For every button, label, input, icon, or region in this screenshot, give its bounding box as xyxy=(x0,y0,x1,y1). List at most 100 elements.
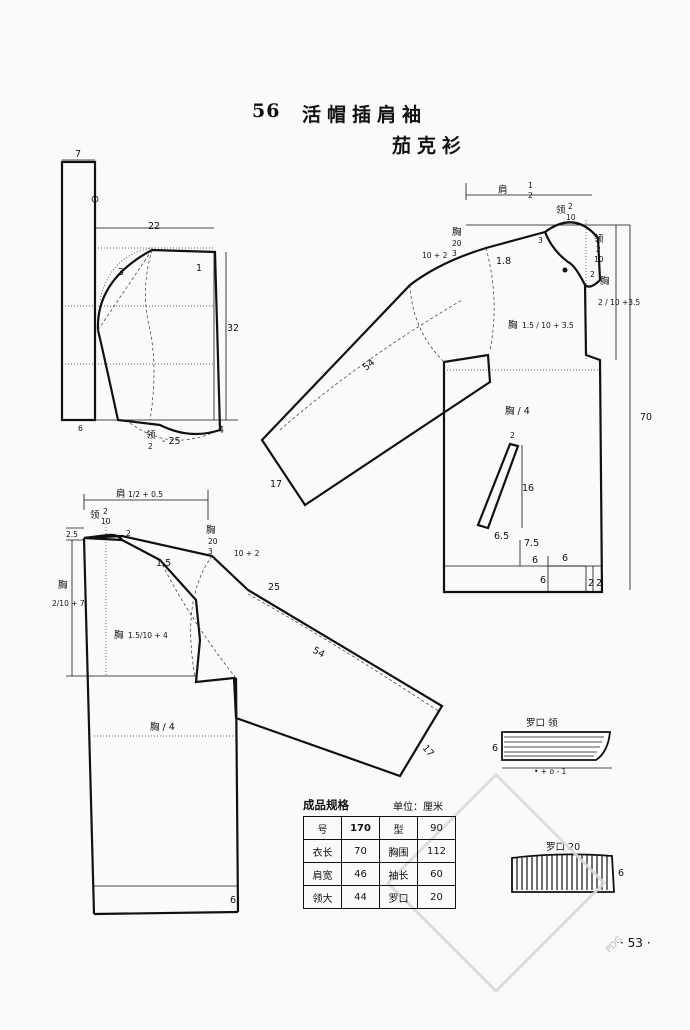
spec-cell: 型 xyxy=(379,816,418,840)
back-dim-2a: 2 xyxy=(588,578,594,589)
hood-strip xyxy=(60,160,97,422)
spec-unit: 单位：厘米 xyxy=(393,802,443,813)
back-chest-depth-formula: 1.5 / 10 + 3.5 xyxy=(522,321,574,330)
hood-small-label: 6 xyxy=(78,424,83,433)
cuff-band-label: 罗口 20 xyxy=(546,842,580,853)
back-chest-den: 3 xyxy=(452,249,457,258)
spec-cell: 60 xyxy=(417,862,456,886)
spec-cell: 袖长 xyxy=(379,862,418,886)
collar-band: 罗口 领 6 • + o - 1 xyxy=(492,717,612,776)
back-shoulder-label: 肩 xyxy=(498,184,508,196)
spec-cell: 号 xyxy=(303,816,342,840)
spec-cell: 90 xyxy=(417,816,456,840)
front-neck-label: 领 xyxy=(90,509,100,521)
back-dim-6c: 6 xyxy=(540,575,546,586)
spec-cell: 46 xyxy=(341,862,380,886)
front-chest-quarter: 胸 / 4 xyxy=(150,721,175,733)
table-row: 衣长 70 胸围 112 xyxy=(303,839,456,863)
back-cuff-label: 17 xyxy=(270,479,282,490)
front-chest-num: 20 xyxy=(208,537,218,546)
front-piece: 肩 1/2 + 0.5 领 2 10 2.5 2 胸 2/10 + 7 胸 20… xyxy=(52,488,444,916)
hood-notch-label: 1 xyxy=(196,263,202,274)
back-chest-num: 20 xyxy=(452,239,462,248)
spec-cell: 领大 xyxy=(303,885,342,909)
spec-cell: 44 xyxy=(341,885,380,909)
back-neck-den: 10 xyxy=(566,213,576,222)
front-chest-plus: 10 + 2 xyxy=(234,549,260,558)
spec-cell: 20 xyxy=(417,885,456,909)
spec-cell: 112 xyxy=(417,839,456,863)
spec-cell: 罗口 xyxy=(379,885,418,909)
back-neck-side-label: 领 xyxy=(594,233,604,245)
back-sleeve-length: 54 xyxy=(361,357,377,373)
hood-top-width-label: 7 xyxy=(75,149,81,160)
spec-cell: 170 xyxy=(341,816,380,840)
hood-piece: 7 22 1 32 3 4 6 领 2 - 25 xyxy=(60,149,239,451)
back-piece: 肩 1 2 领 2 10 领 2 10 胸 20 3 10 + 2 1.8 3 … xyxy=(260,181,652,594)
back-chest-plus: 10 + 2 xyxy=(422,251,448,260)
spec-cell: 衣长 xyxy=(303,839,342,863)
collar-band-shape xyxy=(501,731,611,761)
front-dim-25: 2.5 xyxy=(66,530,78,539)
back-chest-depth-label: 胸 xyxy=(508,319,518,331)
back-dim-6b: 6 xyxy=(562,553,568,564)
back-num-2: 2 xyxy=(590,270,595,279)
front-chest-den: 3 xyxy=(208,547,213,556)
front-dim-25b: 25 xyxy=(268,582,280,593)
back-neck-label: 领 xyxy=(556,204,566,216)
table-row: 号 170 型 90 xyxy=(303,816,456,840)
front-chest-side-label: 胸 xyxy=(58,579,68,591)
hood-side xyxy=(96,248,222,436)
spec-header: 成品规格 单位：厘米 xyxy=(303,797,463,815)
hood-button xyxy=(91,195,99,203)
back-dist-label: 1.8 xyxy=(496,256,511,267)
front-shoulder-label: 肩 xyxy=(116,488,126,500)
hood-height-label: 32 xyxy=(227,323,239,334)
back-notch xyxy=(562,267,568,273)
spec-cell: 胸围 xyxy=(379,839,418,863)
table-row: 肩宽 46 袖长 60 xyxy=(303,862,456,886)
spec-title: 成品规格 xyxy=(303,798,349,812)
back-chest-side-label: 胸 xyxy=(600,275,610,287)
spec-table: 号 170 型 90 衣长 70 胸围 112 肩宽 46 袖长 60 领大 4… xyxy=(303,816,456,909)
front-hem-label: 6 xyxy=(230,895,236,906)
back-chest-label: 胸 xyxy=(452,226,462,238)
back-num-3: 3 xyxy=(538,236,543,245)
spec-cell: 70 xyxy=(341,839,380,863)
front-neck-den: 10 xyxy=(101,517,111,526)
back-chest-quarter: 胸 / 4 xyxy=(505,405,530,417)
back-chest-side-formula: 2 / 10 +3.5 xyxy=(598,298,640,307)
front-dim-15: 1.5 xyxy=(156,558,171,569)
hood-curve-label: 3 xyxy=(118,267,124,278)
spec-cell: 肩宽 xyxy=(303,862,342,886)
collar-band-length: • + o - 1 xyxy=(534,767,567,776)
back-shoulder-den: 2 xyxy=(528,191,533,200)
hood-neck-label: 领 xyxy=(146,429,156,441)
hood-neck-frac: 2 xyxy=(148,442,153,451)
page-number: · 53 · xyxy=(620,936,651,950)
front-num-2: 2 xyxy=(126,529,131,538)
back-pocket-2: 2 xyxy=(510,431,515,440)
back-dim-6a: 6 xyxy=(532,555,538,566)
front-neck-num: 2 xyxy=(103,507,108,516)
collar-band-height: 6 xyxy=(492,743,498,754)
front-chest-label: 胸 xyxy=(206,524,216,536)
back-neck-num: 2 xyxy=(568,202,573,211)
front-sleeve-length: 54 xyxy=(311,645,327,660)
back-dim-75: 7.5 xyxy=(524,538,539,549)
back-outline xyxy=(260,230,604,594)
hood-neck-minus: - 25 xyxy=(162,436,181,447)
pattern-number: 56 xyxy=(252,100,281,122)
back-pocket-16: 16 xyxy=(522,483,534,494)
front-shoulder-formula: 1/2 + 0.5 xyxy=(128,490,163,499)
cuff-band-height: 6 xyxy=(618,868,624,879)
back-pocket xyxy=(476,442,520,530)
front-sleeve-outline xyxy=(83,534,444,778)
back-neck-side-den: 10 xyxy=(594,255,604,264)
pattern-title: 活帽插肩袖 xyxy=(302,104,428,126)
back-length-label: 70 xyxy=(640,412,652,423)
table-row: 领大 44 罗口 20 xyxy=(303,885,456,909)
front-cuff-label: 17 xyxy=(420,743,436,759)
back-pocket-65: 6.5 xyxy=(494,531,509,542)
